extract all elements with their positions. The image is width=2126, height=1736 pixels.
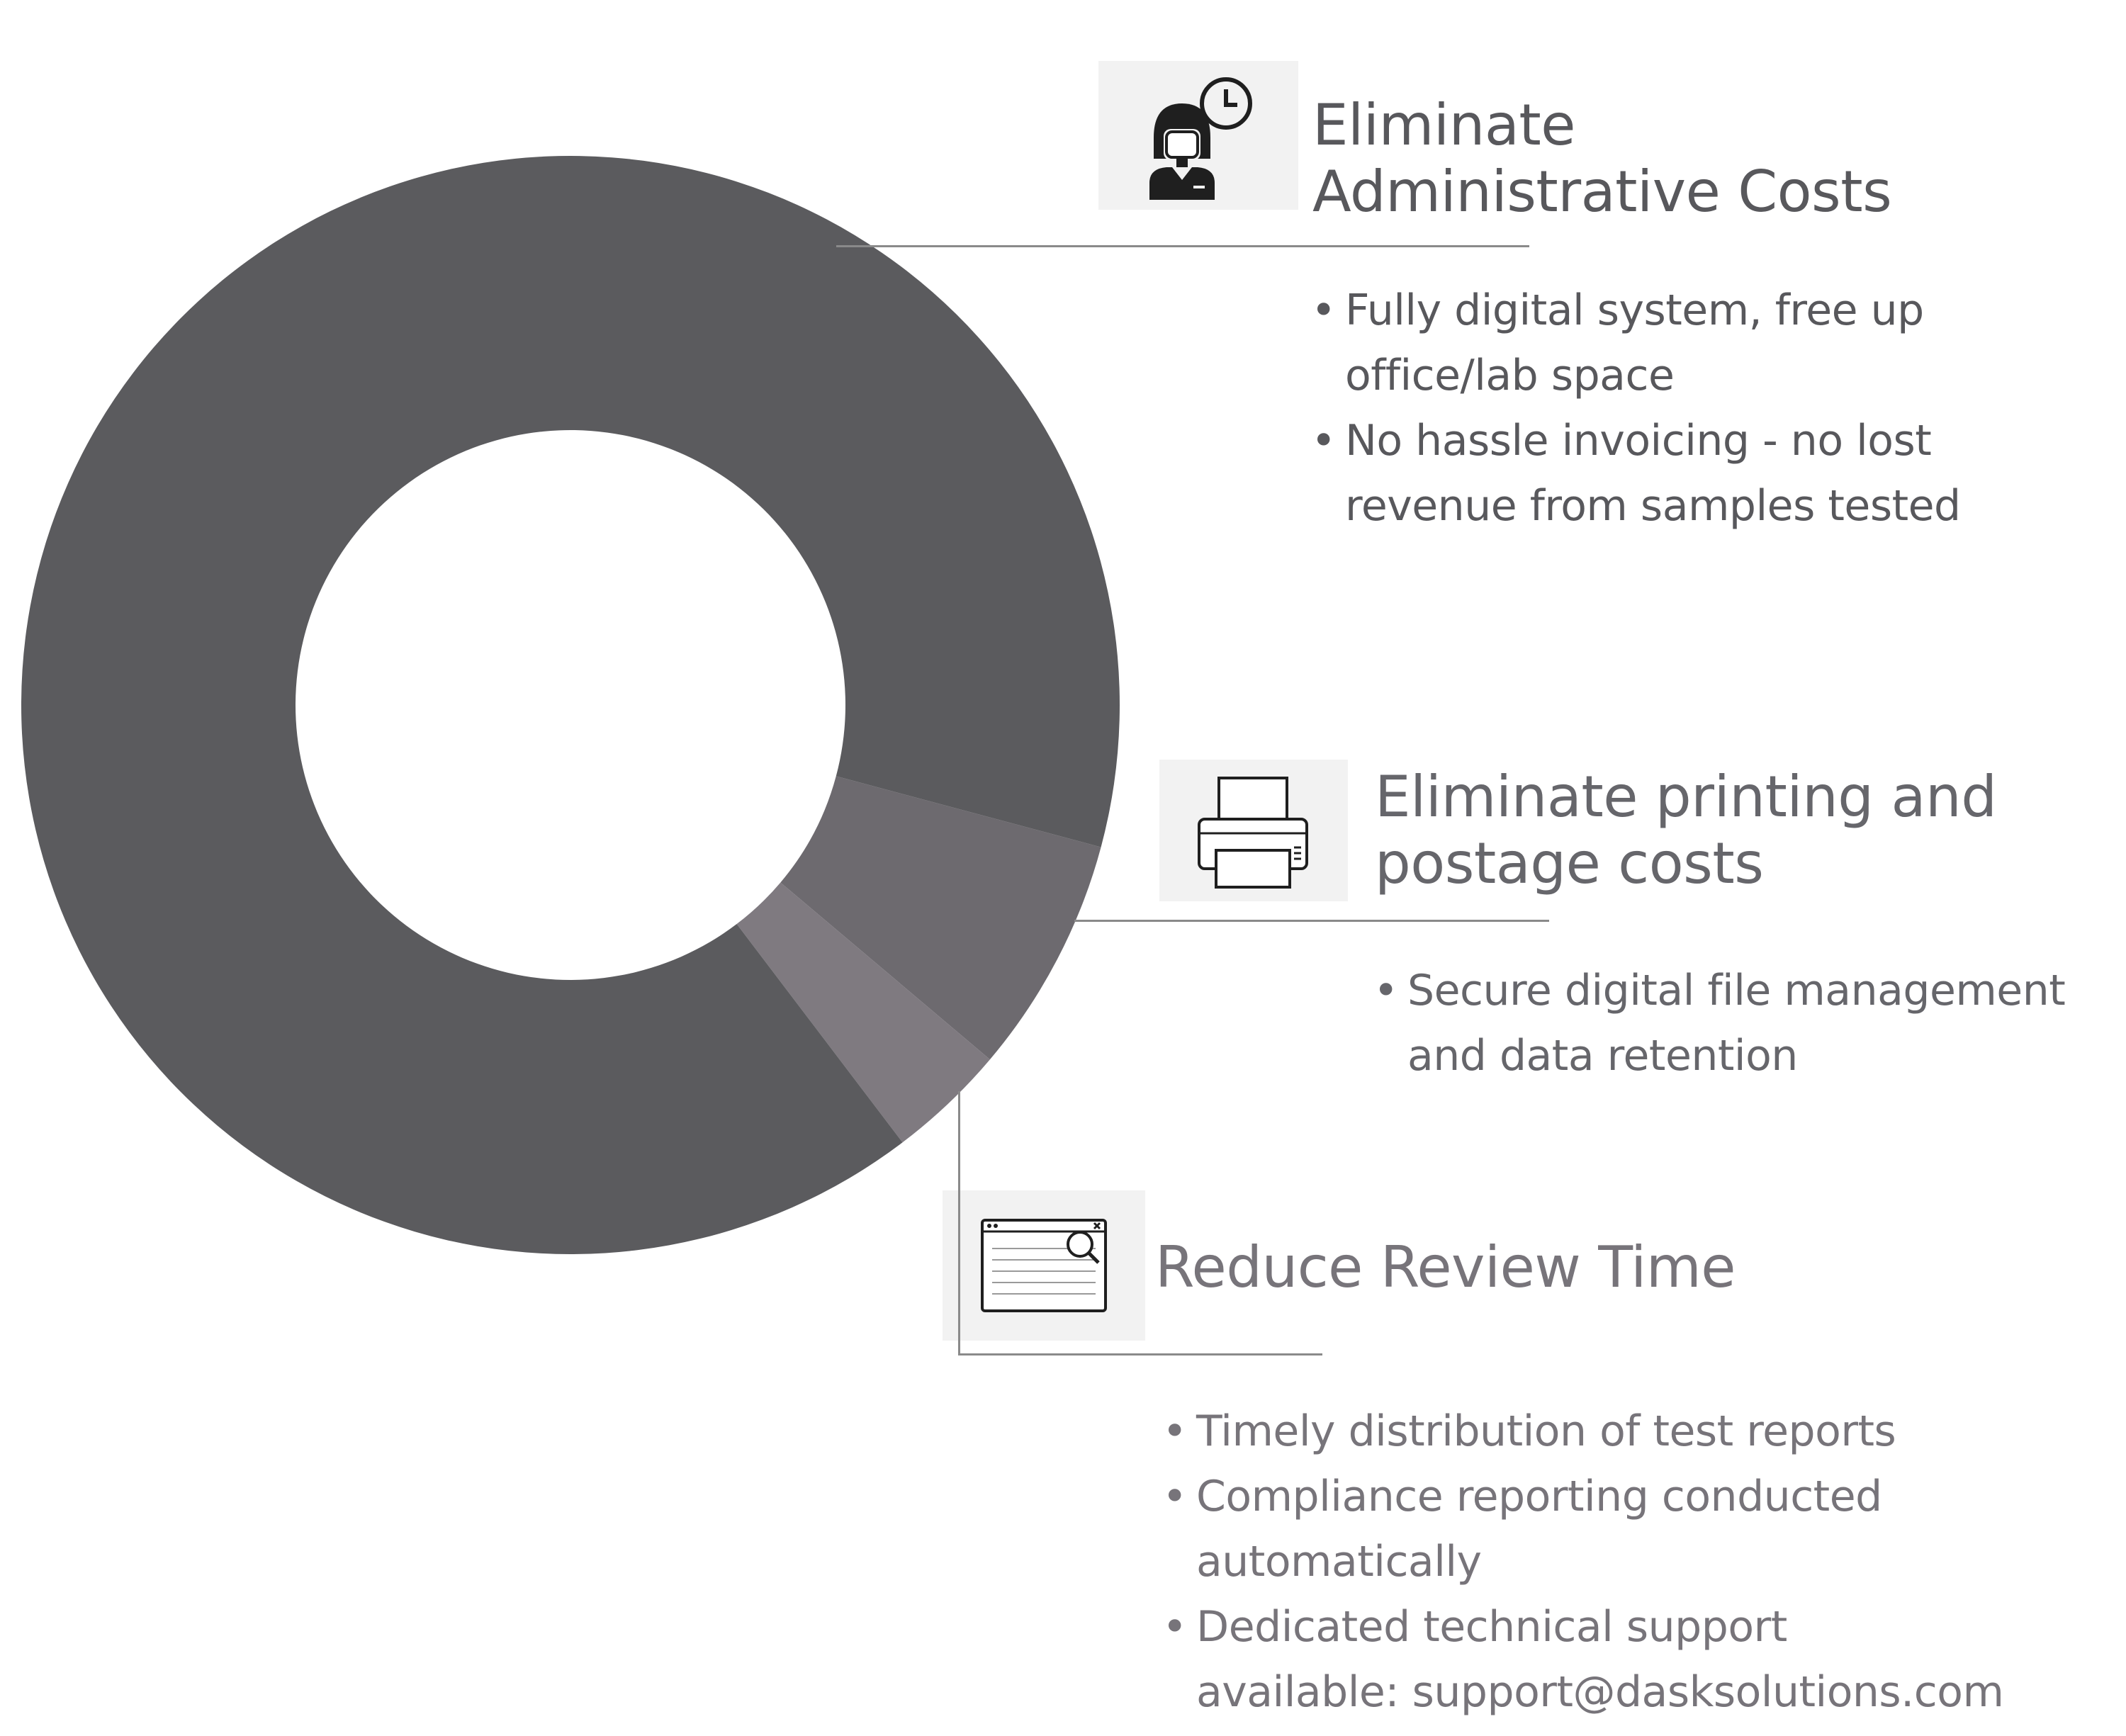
admin-bullet-2-line2: revenue from samples tested <box>1345 481 1961 531</box>
printing-bullet-list: Secure digital file management and data … <box>1373 958 2066 1088</box>
admin-heading-line1: Eliminate <box>1312 92 1575 158</box>
woman-clock-icon <box>1149 77 1252 200</box>
printer-icon <box>1198 777 1308 889</box>
admin-heading: Eliminate Administrative Costs <box>1312 92 1892 225</box>
review-icon-box <box>943 1190 1145 1341</box>
printing-heading-line2: postage costs <box>1375 830 1764 896</box>
admin-bullet-2: No hassle invoicing - no lost revenue fr… <box>1311 408 1961 539</box>
review-leader-vertical <box>958 1091 960 1355</box>
donut-slice-1 <box>780 776 1101 1060</box>
donut-slice-2 <box>736 882 990 1143</box>
review-bullet-2-line1: Compliance reporting conducted <box>1196 1472 1882 1521</box>
review-heading-line1: Reduce Review Time <box>1155 1234 1736 1300</box>
admin-icon-box <box>1098 61 1298 210</box>
review-bullet-list: Timely distribution of test reports Comp… <box>1162 1399 2004 1725</box>
printer-icon-box <box>1159 760 1348 901</box>
admin-heading-line2: Administrative Costs <box>1312 159 1892 225</box>
review-bullet-1: Timely distribution of test reports <box>1162 1399 2003 1464</box>
review-bullet-3: Dedicated technical support available: s… <box>1162 1594 2004 1725</box>
browser-search-icon <box>981 1219 1107 1312</box>
admin-bullet-list: Fully digital system, free up office/lab… <box>1311 278 1961 539</box>
review-heading: Reduce Review Time <box>1155 1234 1736 1301</box>
admin-bullet-1-line1: Fully digital system, free up <box>1345 286 1924 335</box>
printing-bullet-1-line2: and data retention <box>1407 1031 1798 1081</box>
printing-heading-line1: Eliminate printing and <box>1375 764 1997 830</box>
review-bullet-3-line2: available: support@dasksolutions.com <box>1196 1667 2004 1717</box>
donut-slice-0 <box>21 156 1120 1255</box>
review-leader-line <box>958 1353 1322 1355</box>
admin-leader-line <box>836 245 1529 247</box>
review-bullet-1-line1: Timely distribution of test reports <box>1196 1407 1896 1456</box>
review-bullet-2-line2: automatically <box>1196 1537 1482 1586</box>
admin-bullet-1-line2: office/lab space <box>1345 351 1675 400</box>
review-bullet-3-line1: Dedicated technical support <box>1196 1602 1787 1652</box>
printing-heading: Eliminate printing and postage costs <box>1375 764 1997 897</box>
printing-bullet-1-line1: Secure digital file management <box>1407 966 2066 1015</box>
review-bullet-2: Compliance reporting conducted automatic… <box>1162 1464 2003 1594</box>
printing-leader-line <box>1074 920 1549 922</box>
admin-bullet-1: Fully digital system, free up office/lab… <box>1311 278 1961 408</box>
printing-bullet-1: Secure digital file management and data … <box>1373 958 2066 1088</box>
admin-bullet-2-line1: No hassle invoicing - no lost <box>1345 416 1932 466</box>
